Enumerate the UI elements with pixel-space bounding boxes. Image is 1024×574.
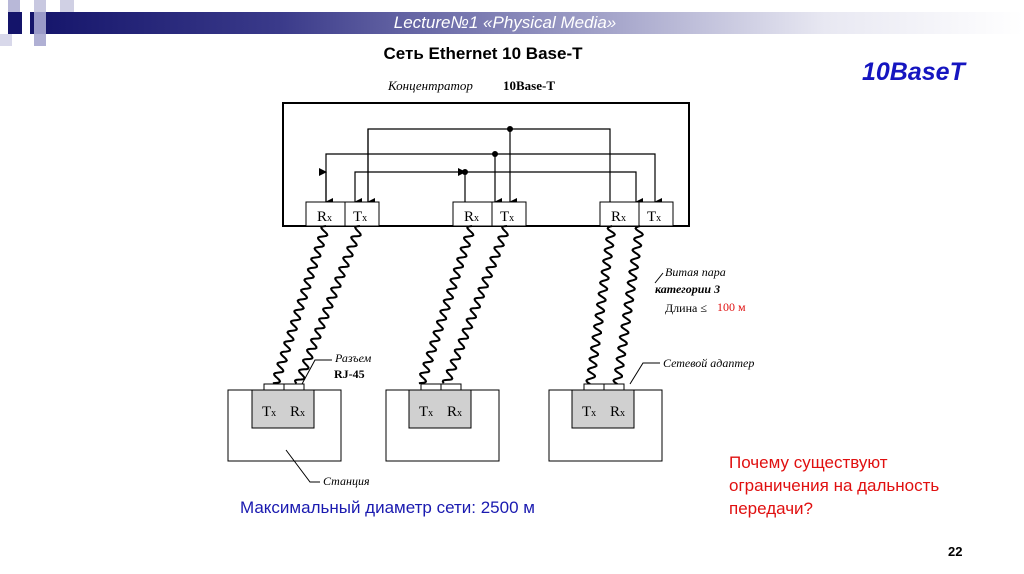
hub-port-tx <box>491 201 527 227</box>
tx-label: Tx <box>582 404 596 420</box>
connector-label: Разъем <box>334 351 372 365</box>
annotations: Витая пара категории 3 Длина ≤ 100 м Раз… <box>285 265 754 488</box>
twisted-pair-cable <box>294 225 362 384</box>
length-label: Длина ≤ <box>665 301 707 315</box>
decor-square <box>8 0 20 12</box>
adapter-label: Сетевой адаптер <box>663 356 754 370</box>
lecture-title: Lecture№1 «Physical Media» <box>393 13 617 32</box>
decor-square <box>0 34 12 46</box>
network-adapter <box>571 389 635 429</box>
twisted-pair-cable <box>441 225 509 384</box>
rj45-connector <box>263 383 285 391</box>
hub-bus <box>319 128 662 206</box>
badge-10baset: 10BaseT <box>862 58 965 86</box>
rx-label: Rx <box>611 209 626 225</box>
tx-label: Tx <box>353 209 367 225</box>
connector-model: RJ-45 <box>334 367 365 381</box>
network-adapter <box>251 389 315 429</box>
question-text: Почему существуют ограничения на дальнос… <box>729 453 940 518</box>
station-label: Станция <box>323 474 370 488</box>
hub-port-tx <box>638 201 674 227</box>
length-value: 100 м <box>717 300 746 314</box>
decor-square <box>34 12 46 34</box>
twisted-pair-cable <box>272 225 329 385</box>
hub-model: 10Base-T <box>503 78 555 93</box>
rx-label: Rx <box>447 404 462 420</box>
hub-port-rx <box>599 201 640 227</box>
slide-title: Сеть Ethernet 10 Base-T <box>383 44 583 63</box>
decor-square <box>34 0 46 12</box>
page-number: 22 <box>948 544 963 559</box>
rj45-connector <box>583 383 605 391</box>
category-label: категории 3 <box>655 282 720 296</box>
max-diameter-text: Максимальный диаметр сети: 2500 м <box>240 498 535 517</box>
twisted-pair-cable <box>612 225 644 385</box>
hub-label: Концентратор <box>387 78 473 93</box>
rj45-connector <box>440 383 462 391</box>
rx-label: Rx <box>610 404 625 420</box>
decor-square <box>8 12 22 34</box>
decor-square <box>34 34 46 46</box>
rx-label: Rx <box>290 404 305 420</box>
rj45-connector <box>603 383 625 391</box>
rx-label: Rx <box>464 209 479 225</box>
decor-square <box>60 0 74 12</box>
tx-label: Tx <box>500 209 514 225</box>
rx-label: Rx <box>317 209 332 225</box>
tx-label: Tx <box>647 209 661 225</box>
twisted-pair-cable <box>585 225 616 385</box>
tx-label: Tx <box>419 404 433 420</box>
header-bar <box>30 12 1024 34</box>
rj45-connector <box>420 383 442 391</box>
rj45-connector <box>283 383 305 391</box>
hub-port-tx <box>344 201 380 227</box>
twisted-pair-cable <box>418 225 475 385</box>
tx-label: Tx <box>262 404 276 420</box>
hub-port-rx <box>452 201 493 227</box>
twisted-pair-label: Витая пара <box>665 265 726 279</box>
